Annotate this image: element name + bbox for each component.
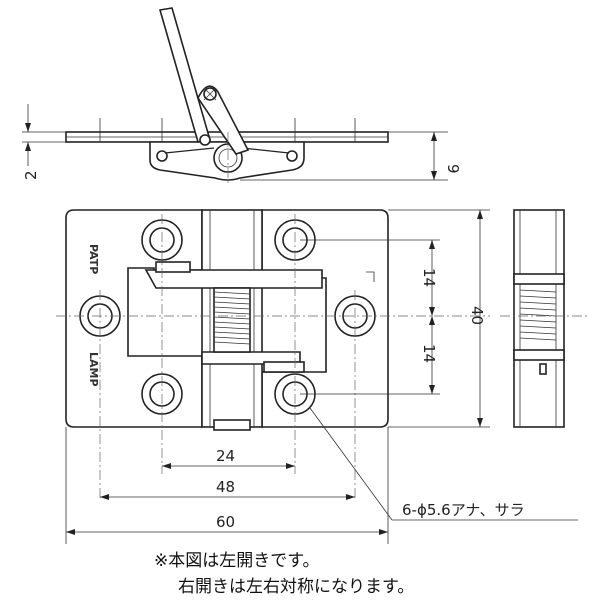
- spring-pin-right: [286, 150, 298, 162]
- mounting-holes: [79, 219, 376, 415]
- dim-label-14-lower: 14: [420, 344, 438, 363]
- spring-coil: [213, 287, 251, 353]
- dim-label-2: 2: [22, 170, 40, 180]
- hole-callout-label: 6-ϕ5.6アナ、サラ: [402, 501, 525, 519]
- top-elevation-view: [65, 7, 389, 186]
- hole-callout: 6-ϕ5.6アナ、サラ: [309, 407, 578, 521]
- leaf-arm: [197, 85, 250, 155]
- side-body: [513, 209, 565, 428]
- dim-knuckle-depth: 9: [240, 131, 462, 181]
- lamp-logo: LAMP: [87, 352, 100, 387]
- dim-label-40: 40: [468, 306, 486, 325]
- front-view: PATP LAMP: [56, 209, 490, 500]
- side-view: [500, 209, 590, 428]
- dim-label-14-upper: 14: [420, 268, 438, 287]
- dim-label-48: 48: [216, 478, 235, 496]
- direction-mark: [366, 271, 375, 282]
- upper-arm: [144, 269, 323, 289]
- opened-leaf: [158, 7, 212, 143]
- patp-stamp: PATP: [87, 244, 100, 274]
- note-right-opening: 右開きは左右対称になります。: [178, 577, 414, 597]
- dim-label-60: 60: [216, 513, 235, 531]
- dim-label-24: 24: [216, 447, 235, 465]
- dim-plate-thickness: 2: [22, 104, 66, 180]
- note-left-opening: ※本図は左開きです。: [154, 551, 320, 571]
- dim-vertical-right: 14 14 40: [300, 209, 490, 428]
- dim-horizontal-bottom: 24 48 60: [65, 427, 389, 544]
- spring-pin-left: [156, 150, 168, 162]
- dim-label-9: 9: [444, 164, 462, 174]
